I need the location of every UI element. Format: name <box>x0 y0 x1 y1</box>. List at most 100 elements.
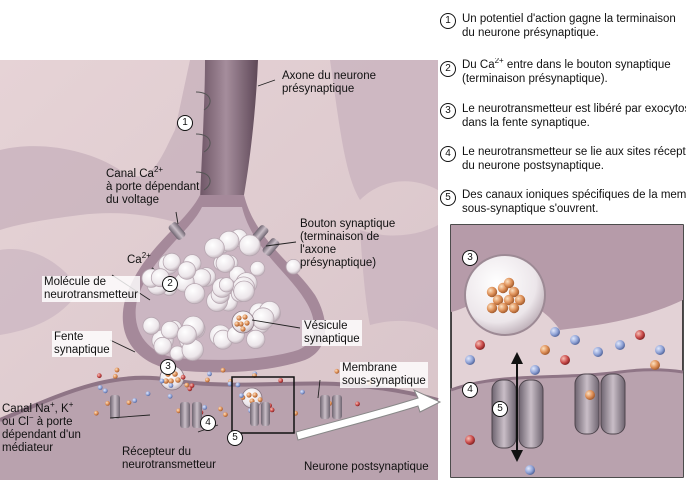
ion <box>525 465 535 475</box>
ion <box>655 345 665 355</box>
label-vesicule: Vésiculesynaptique <box>302 320 362 346</box>
ion <box>205 378 210 383</box>
label-neurone-post: Neurone postsynaptique <box>304 461 429 474</box>
neurotransmitter <box>234 321 239 326</box>
vesicle <box>250 261 265 276</box>
vesicle <box>239 235 260 256</box>
neurotransmitter <box>509 303 519 313</box>
ion <box>475 340 485 350</box>
ion <box>97 373 102 378</box>
vesicle <box>177 325 196 344</box>
vesicle <box>185 284 205 304</box>
ion <box>615 340 625 350</box>
step-marker: 1 <box>440 13 456 29</box>
ion <box>334 369 339 374</box>
step-text: Le neurotransmetteur est libéré par exoc… <box>462 102 686 130</box>
ion <box>258 397 263 402</box>
neurotransmitter <box>175 377 181 383</box>
diagram-marker-2: 2 <box>162 276 178 292</box>
vesicle <box>161 321 179 339</box>
neurotransmitter <box>168 378 174 384</box>
vesicle <box>219 278 233 292</box>
step-text: Du Ca2+ entre dans le bouton synaptique(… <box>462 58 686 86</box>
ion <box>181 375 186 380</box>
ion <box>169 383 174 388</box>
ion <box>355 402 360 407</box>
inset-marker-3: 3 <box>462 250 478 266</box>
ion <box>132 398 137 403</box>
step-marker: 3 <box>440 103 456 119</box>
inset-marker-4: 4 <box>462 382 478 398</box>
step-marker: 5 <box>440 190 456 206</box>
ion <box>650 360 660 370</box>
step-text: Le neurotransmetteur se lie aux sites ré… <box>462 145 686 173</box>
ion <box>103 388 108 393</box>
vesicle <box>178 262 196 280</box>
ion <box>94 411 99 416</box>
diagram-marker-5: 5 <box>227 430 243 446</box>
step-marker: 2 <box>440 61 456 77</box>
inset-postsynaptic <box>451 370 683 477</box>
ion <box>585 390 595 400</box>
ion <box>270 408 275 413</box>
step-text: Un potentiel d'action gagne la terminais… <box>462 12 686 40</box>
ion <box>570 335 580 345</box>
ion <box>98 385 103 390</box>
ion <box>236 383 241 388</box>
ion <box>115 368 120 373</box>
ion <box>202 405 207 410</box>
ion <box>221 368 226 373</box>
ion <box>550 327 560 337</box>
neurotransmitter <box>240 326 245 331</box>
ion <box>530 365 540 375</box>
ion <box>184 383 189 388</box>
neurotransmitter <box>487 303 497 313</box>
neurotransmitter <box>252 392 257 397</box>
vesicle <box>234 281 255 302</box>
ion <box>146 391 151 396</box>
ion <box>160 379 165 384</box>
ion <box>207 372 212 377</box>
ion <box>239 393 244 398</box>
label-molecule: Molécule deneurotransmetteur <box>42 276 140 302</box>
neurotransmitter <box>242 314 247 319</box>
diagram-marker-4: 4 <box>200 415 216 431</box>
ion <box>168 394 173 399</box>
ion <box>223 412 228 417</box>
ion <box>593 347 603 357</box>
ion <box>218 407 223 412</box>
neurotransmitter <box>244 320 249 325</box>
vesicle <box>143 317 160 334</box>
ion <box>190 383 195 388</box>
neurotransmitter <box>236 315 241 320</box>
diagram-marker-1: 1 <box>177 115 193 131</box>
ion <box>113 374 118 379</box>
neurotransmitter <box>246 392 251 397</box>
label-ca-ion: Ca2+ <box>127 254 151 267</box>
neurotransmitter <box>504 278 514 288</box>
ion <box>560 355 570 365</box>
step-text: Des canaux ioniques spécifiques de la me… <box>462 188 686 216</box>
inset-panel <box>448 222 686 480</box>
vesicle <box>163 253 180 270</box>
vesicle <box>286 259 301 274</box>
vesicle <box>252 308 274 330</box>
ion <box>635 330 645 340</box>
diagram-marker-3: 3 <box>160 359 176 375</box>
vesicle <box>247 330 265 348</box>
ion <box>278 378 283 383</box>
vesicle <box>205 238 225 258</box>
step-marker: 4 <box>440 146 456 162</box>
inset-marker-5: 5 <box>492 401 508 417</box>
vesicle <box>154 337 172 355</box>
ion <box>105 401 110 406</box>
ion <box>300 390 305 395</box>
